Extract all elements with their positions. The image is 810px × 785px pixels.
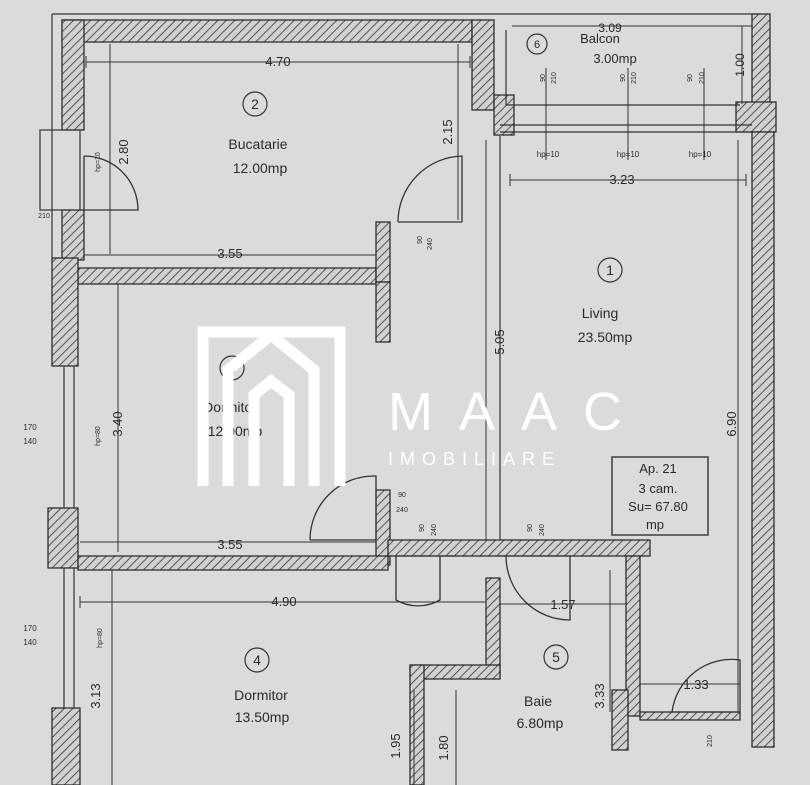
room-name-living: Living (582, 305, 619, 321)
room-name-bathroom: Baie (524, 693, 552, 709)
dimension-living-width: 3.23 (609, 172, 634, 187)
room-name-balcony: Balcon (580, 31, 620, 46)
door-height-label: 240 (539, 524, 546, 536)
sill-height-label: hp=80 (97, 628, 104, 648)
door-width-label: 90 (417, 236, 424, 244)
sill-height-label: hp=80 (95, 426, 102, 446)
apartment-number: Ap. 21 (639, 461, 677, 476)
dimension-balcony-width: 3.09 (598, 21, 622, 35)
door-height-label: 210 (631, 72, 638, 84)
room-number-4: 4 (253, 652, 261, 668)
door-height-label: 210 (699, 72, 706, 84)
dimension-bath-height: 3.33 (592, 683, 607, 708)
area-unit: mp (646, 517, 664, 532)
room-count: 3 cam. (638, 481, 677, 496)
dimension-hall-right: 1.80 (436, 735, 451, 760)
logo-roof-shape (222, 327, 320, 486)
room-name-bedroom-4: Dormitor (234, 687, 288, 703)
door-width-label: 90 (398, 492, 406, 499)
dimension-hall-left: 1.95 (388, 733, 403, 758)
door-width-label: 90 (620, 74, 627, 82)
dimension-kitchen-bottom: 3.55 (217, 246, 242, 261)
door-swings (83, 155, 741, 713)
door-height-label: 240 (431, 524, 438, 536)
window-width-label: 170 (23, 423, 37, 432)
dimension-kitchen-height: 2.80 (116, 139, 131, 164)
dimension-living-height: 5.05 (492, 329, 507, 354)
sill-height-label: hp=10 (95, 152, 102, 172)
watermark-subtitle: IMOBILIARE (388, 449, 561, 469)
door-width-label: 90 (687, 74, 694, 82)
dimension-bedroom4-height: 3.13 (88, 683, 103, 708)
dimension-bath-width: 1.57 (550, 597, 575, 612)
dimension-kitchen-right: 2.15 (440, 119, 455, 144)
room-area-bathroom: 6.80mp (517, 715, 564, 731)
room-area-balcony: 3.00mp (593, 51, 636, 66)
door-width-label: 90 (527, 524, 534, 532)
watermark-brand-name: MAAC (388, 382, 648, 442)
room-number-2: 2 (251, 96, 259, 112)
door-height-label: 240 (427, 238, 434, 250)
logo-door-shape (248, 373, 295, 486)
room-name-kitchen: Bucatarie (228, 136, 287, 152)
dimension-bedroom3-width: 3.55 (217, 537, 242, 552)
room-area-bedroom-4: 13.50mp (235, 709, 290, 725)
summary-box (611, 456, 709, 536)
room-number-5: 5 (552, 649, 560, 665)
dimension-bedroom3-height: 3.40 (110, 411, 125, 436)
room-area-kitchen: 12.00mp (233, 160, 288, 176)
sill-height-label: hp=10 (689, 150, 712, 159)
dimension-right-wall: 6.90 (724, 411, 739, 436)
door-height-label: 210 (707, 735, 714, 747)
dimension-balcony-depth: 1.00 (733, 53, 747, 77)
room-area-living: 23.50mp (578, 329, 633, 345)
window-height-label: 140 (23, 638, 37, 647)
door-width-label: 90 (540, 74, 547, 82)
door-height-label: 210 (38, 213, 50, 220)
room-number-1: 1 (606, 262, 614, 278)
usable-area: Su= 67.80 (628, 499, 688, 514)
sill-height-label: hp=10 (617, 150, 640, 159)
walls (47, 13, 777, 785)
door-height-label: 240 (396, 507, 408, 514)
door-height-label: 210 (551, 72, 558, 84)
room-number-6: 6 (534, 39, 540, 51)
sill-height-label: hp=10 (537, 150, 560, 159)
window-width-label: 170 (23, 624, 37, 633)
door-width-label: 90 (419, 524, 426, 532)
watermark-logo (197, 326, 346, 486)
dimension-bedroom4-width: 4.90 (271, 594, 296, 609)
dimension-hall-width: 1.33 (683, 677, 708, 692)
window-height-label: 140 (23, 437, 37, 446)
dimension-kitchen-width: 4.70 (265, 54, 290, 69)
room-number-circles (219, 33, 623, 673)
dimension-lines (79, 25, 752, 785)
window-frames (39, 13, 760, 708)
